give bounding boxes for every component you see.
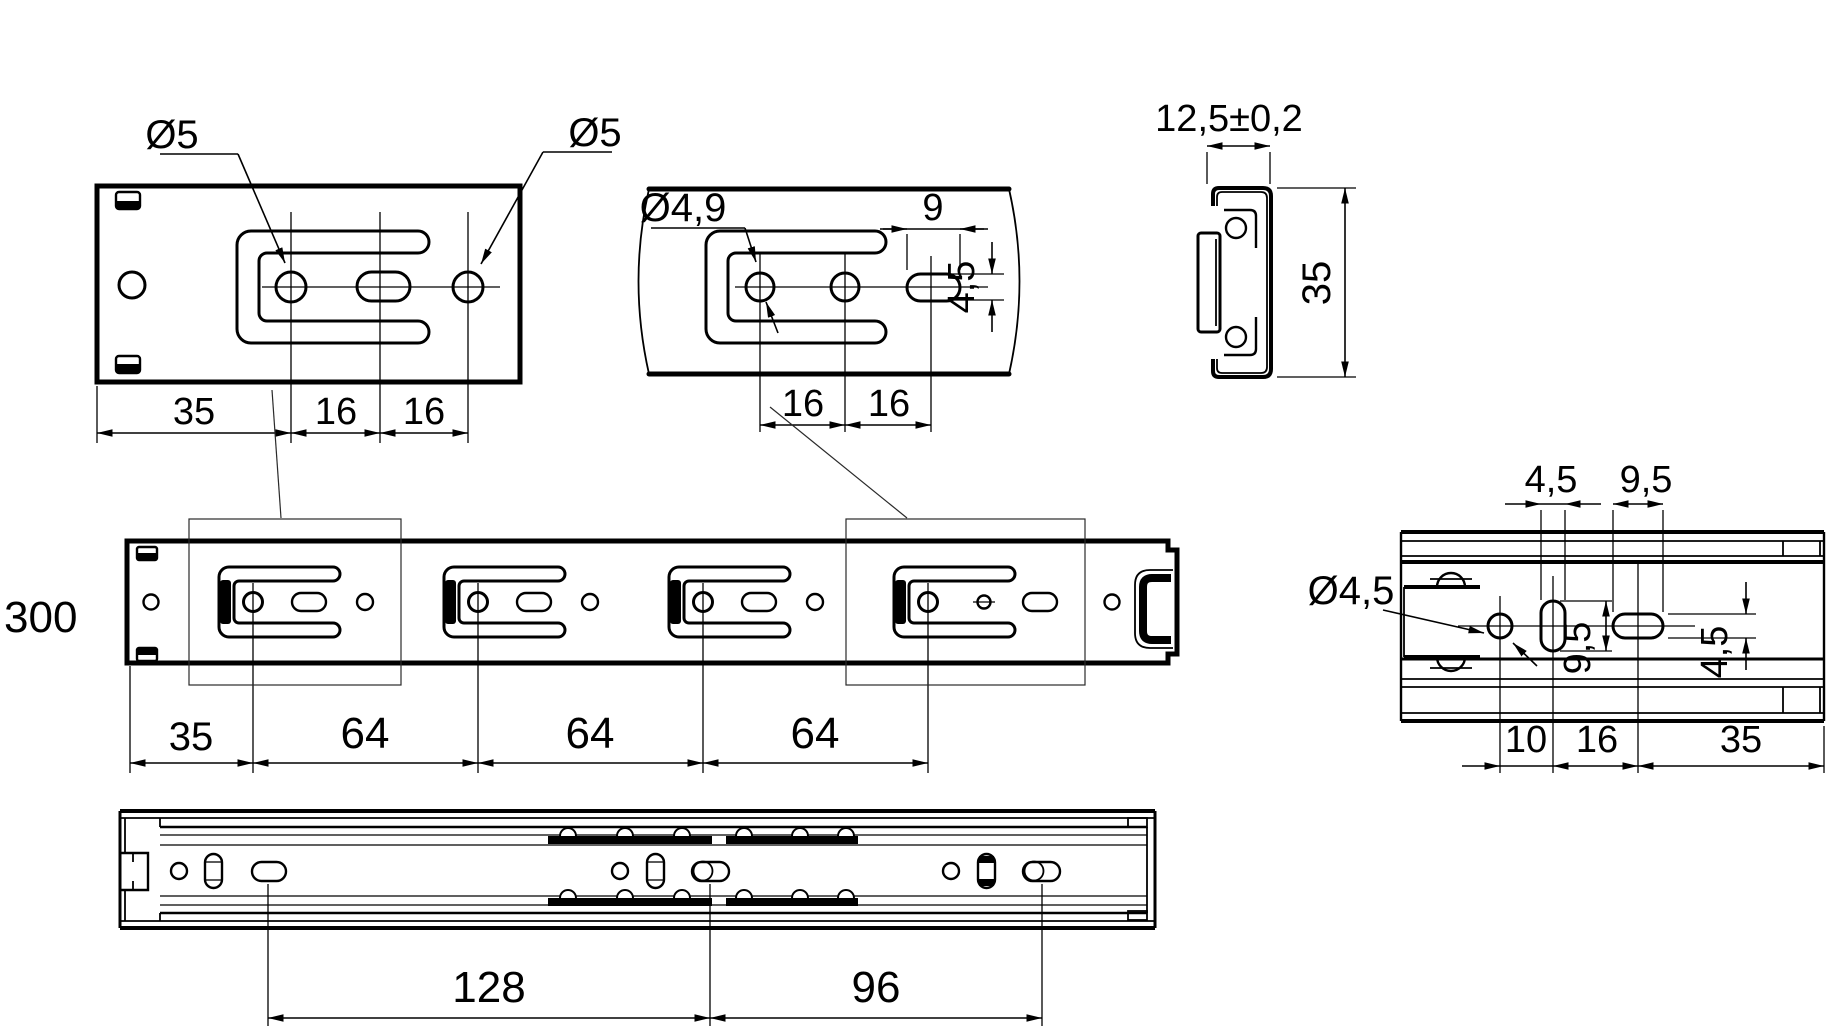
oval-slot	[1021, 591, 1059, 613]
dim-45-label: 4,5	[941, 261, 983, 314]
dim-128-label: 128	[452, 963, 525, 1012]
cross-section-view: 12,5±0,2 35	[1155, 98, 1356, 379]
hole-diameter-label: Ø5	[568, 111, 621, 155]
plate-outline	[94, 183, 523, 385]
horizontal-slot	[250, 860, 288, 883]
inner-rail-profile	[1196, 231, 1222, 334]
horizontal-slot	[690, 860, 731, 883]
dim-35-label: 35	[169, 715, 214, 759]
break-line-right	[1008, 188, 1021, 375]
c-slot	[667, 565, 792, 639]
dim-35-label: 35	[1720, 719, 1762, 761]
ball-cage-top	[548, 827, 858, 844]
round-hole	[169, 861, 189, 881]
small-hole	[1103, 593, 1121, 611]
outer-rail-profile	[1211, 186, 1273, 379]
ball-bottom	[1224, 325, 1248, 349]
round-hole	[355, 592, 375, 612]
ball-cage-bottom	[548, 889, 858, 906]
dim-16-label: 16	[782, 383, 824, 425]
side-view-rail: 128 96	[118, 809, 1157, 1026]
vertical-slot	[645, 852, 666, 890]
end-detail-view: 4,5 9,5 Ø4,5 9,5 4,5 10 16 35	[1308, 459, 1826, 773]
dim-width-label: 12,5±0,2	[1155, 98, 1303, 140]
c-slot	[217, 565, 342, 639]
detail-frame-a	[188, 518, 402, 686]
detail-leader	[769, 406, 908, 519]
oval-slot	[290, 591, 328, 613]
dim-45-side-label: 4,5	[1694, 626, 1736, 679]
ball-top	[1224, 216, 1248, 240]
small-hole	[142, 593, 160, 611]
round-hole	[580, 592, 600, 612]
dim-45-top-label: 4,5	[1525, 459, 1578, 501]
hole-diameter-label: Ø5	[145, 113, 198, 157]
dim-95-top-label: 9,5	[1620, 459, 1673, 501]
end-notch	[120, 851, 150, 892]
c-slot	[235, 229, 431, 345]
small-hole	[117, 270, 147, 300]
rail-outline	[124, 538, 1180, 666]
round-hole	[610, 861, 630, 881]
dim-64-label: 64	[791, 709, 840, 758]
dim-95-side-label: 9,5	[1557, 622, 1599, 675]
oval-slot	[740, 591, 778, 613]
dim-9-label: 9	[922, 187, 943, 229]
dim-16-label: 16	[868, 383, 910, 425]
c-slot	[892, 565, 1017, 639]
detail-leader	[271, 389, 282, 519]
c-slot	[442, 565, 567, 639]
c-slot	[704, 229, 888, 345]
dim-10-label: 10	[1505, 719, 1547, 761]
round-hole	[941, 861, 961, 881]
mount-tab-bottom	[114, 354, 142, 375]
end-latch-cutout	[1139, 574, 1171, 644]
detail-view-partial: 9 4,5 16 16 Ø4,9	[637, 186, 1021, 519]
dim-height-label: 35	[1295, 261, 1339, 306]
break-line-left	[637, 188, 650, 375]
oval-slot	[515, 591, 553, 613]
front-view-rail: 35 64 64 64 300	[4, 518, 1180, 773]
dim-64-label: 64	[341, 709, 390, 758]
dim-35-label: 35	[173, 391, 215, 433]
dim-64-label: 64	[566, 709, 615, 758]
dim-16-label: 16	[1576, 719, 1618, 761]
dim-16-label: 16	[315, 391, 357, 433]
detail-view-end-plate: 35 16 16 Ø5 Ø5	[94, 111, 622, 519]
detail-frame-b	[845, 518, 1086, 686]
mid-rail-top	[1224, 208, 1258, 248]
vertical-slot	[203, 852, 224, 890]
hole-diameter-label: Ø4,9	[640, 186, 727, 230]
dim-16-label: 16	[403, 391, 445, 433]
hole-diameter-label: Ø4,5	[1308, 569, 1395, 613]
length-label: 300	[4, 593, 77, 642]
horizontal-slot	[1021, 860, 1062, 883]
vertical-slot	[976, 852, 997, 890]
round-hole	[805, 592, 825, 612]
mid-rail-bottom	[1224, 317, 1258, 357]
dim-96-label: 96	[852, 963, 901, 1012]
